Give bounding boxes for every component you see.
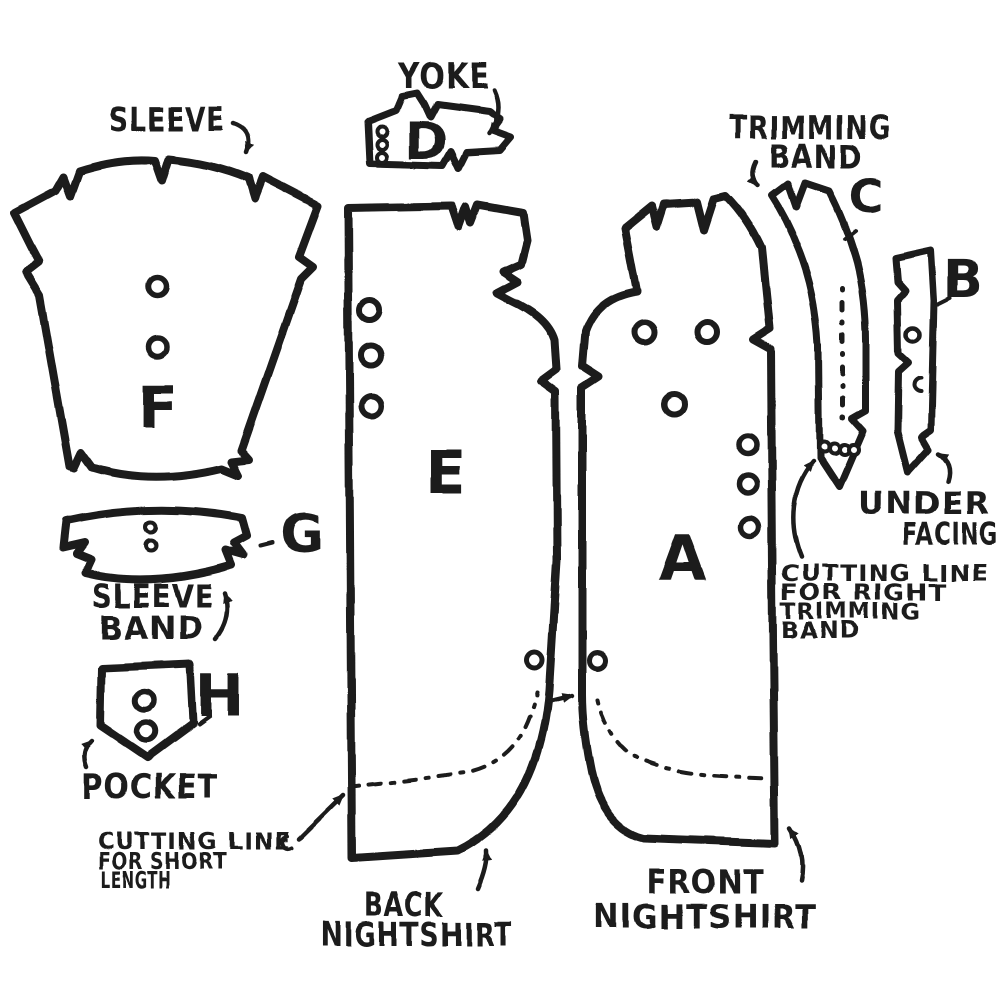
under-facing-label-line2: FACING xyxy=(903,517,998,553)
cutting-line-right-arrow xyxy=(790,458,816,560)
yoke-pointer-arrow xyxy=(486,87,501,136)
button-mark xyxy=(132,689,156,713)
cutting-line-right-line1: CUTTING LINE xyxy=(781,562,989,587)
cutting-line-right-annotation: CUTTING LINE FOR RIGHT TRIMMING BAND xyxy=(781,458,989,644)
sleeve-band-outline xyxy=(59,506,252,584)
front-nightshirt-label-line1: FRONT xyxy=(647,862,763,901)
button-mark xyxy=(586,650,608,672)
button-mark xyxy=(145,335,169,359)
cutting-line-short-line3: LENGTH xyxy=(100,868,172,894)
back-nightshirt-pointer-arrow xyxy=(474,848,492,892)
piece-letter-h: H xyxy=(196,662,245,730)
cutting-line-right-line2: FOR RIGHT xyxy=(781,581,947,606)
under-facing-piece: B UNDER FACING xyxy=(858,246,998,553)
letter-tick xyxy=(197,714,212,726)
piece-letter-e: E xyxy=(426,438,467,508)
sleeve-band-pointer-arrow xyxy=(212,590,232,642)
cut-line-continuation-arrow xyxy=(545,692,575,704)
c-notch-mark xyxy=(912,376,923,394)
piece-letter-f: F xyxy=(138,373,178,441)
button-mark xyxy=(632,319,658,345)
cutting-line-right-line3: TRIMMING xyxy=(781,600,921,625)
button-mark xyxy=(523,649,545,671)
piece-letter-b: B xyxy=(943,250,983,310)
yoke-label: YOKE xyxy=(397,57,490,97)
sleeve-label: SLEEVE xyxy=(110,100,225,140)
under-facing-label-line1: UNDER xyxy=(858,486,990,522)
button-mark xyxy=(736,433,760,457)
dot-mark xyxy=(144,538,158,552)
dot-mark xyxy=(375,137,389,151)
pocket-label: POCKET xyxy=(82,767,218,807)
dot-mark xyxy=(375,124,389,138)
trimming-band-label-line1: TRIMMING xyxy=(728,109,891,147)
sleeve-band-label-line1: SLEEVE xyxy=(93,577,213,615)
short-length-cut-line-back xyxy=(354,690,539,788)
button-mark xyxy=(358,342,384,368)
piece-letter-a: A xyxy=(658,522,706,595)
front-nightshirt-label-line2: NIGHTSHIRT xyxy=(593,897,817,936)
yoke-piece: D YOKE xyxy=(364,57,515,172)
cutting-line-short-line1: CUTTING LINE xyxy=(97,829,290,855)
front-nightshirt-piece: A FRONT NIGHTSHIRT xyxy=(545,192,817,936)
button-mark xyxy=(357,296,383,322)
button-mark xyxy=(134,719,158,743)
arrow-tail-squiggle xyxy=(279,834,293,851)
dot-mark xyxy=(846,443,860,457)
button-mark xyxy=(694,319,720,345)
trimming-band-label-line2: BAND xyxy=(769,138,862,176)
cutting-line-short-arrow xyxy=(295,792,346,842)
letter-tick xyxy=(843,229,857,241)
trimming-band-piece: C TRIMMING BAND xyxy=(728,109,891,491)
sleeve-band-label-line2: BAND xyxy=(100,609,203,647)
front-nightshirt-pointer-arrow xyxy=(787,824,805,884)
short-length-cut-line-front xyxy=(596,697,768,780)
button-mark xyxy=(358,393,384,419)
back-nightshirt-label-line1: BACK xyxy=(365,885,443,924)
back-nightshirt-label-line2: NIGHTSHIRT xyxy=(320,915,513,954)
piece-letter-g: G xyxy=(280,504,324,565)
front-nightshirt-outline xyxy=(578,192,779,847)
pocket-piece: H POCKET xyxy=(81,660,245,807)
trimming-band-pointer-arrow xyxy=(747,159,761,189)
cutting-line-right-line4: BAND xyxy=(781,619,861,644)
back-nightshirt-outline xyxy=(344,201,561,862)
button-mark xyxy=(661,391,687,417)
under-facing-pointer-arrow xyxy=(935,450,952,484)
cutting-line-short-annotation: CUTTING LINE FOR SHORT LENGTH xyxy=(97,792,346,894)
letter-tick xyxy=(259,541,275,548)
back-nightshirt-piece: E BACK NIGHTSHIRT xyxy=(320,201,561,954)
piece-letter-c: C xyxy=(849,169,883,223)
sleeve-outline xyxy=(10,155,322,482)
dot-mark xyxy=(375,150,389,164)
piece-letter-d: D xyxy=(405,112,447,170)
under-facing-outline xyxy=(891,246,938,476)
button-mark xyxy=(145,274,169,298)
sleeve-pointer-arrow xyxy=(230,121,255,156)
button-mark xyxy=(736,472,760,496)
button-mark xyxy=(903,324,923,344)
button-mark xyxy=(738,515,762,539)
letter-tick xyxy=(936,296,952,306)
drawing-root: F SLEEVE G SLEEVE BAND H POCKET C xyxy=(10,57,998,954)
sleeve-piece: F SLEEVE xyxy=(10,100,322,482)
cutting-line-short-line2: FOR SHORT xyxy=(97,849,227,875)
trimming-band-outline xyxy=(768,179,870,491)
dot-mark xyxy=(144,520,158,534)
sleeve-band-piece: G SLEEVE BAND xyxy=(59,504,324,647)
pocket-outline xyxy=(97,660,197,761)
pocket-pointer-arrow xyxy=(81,738,95,770)
